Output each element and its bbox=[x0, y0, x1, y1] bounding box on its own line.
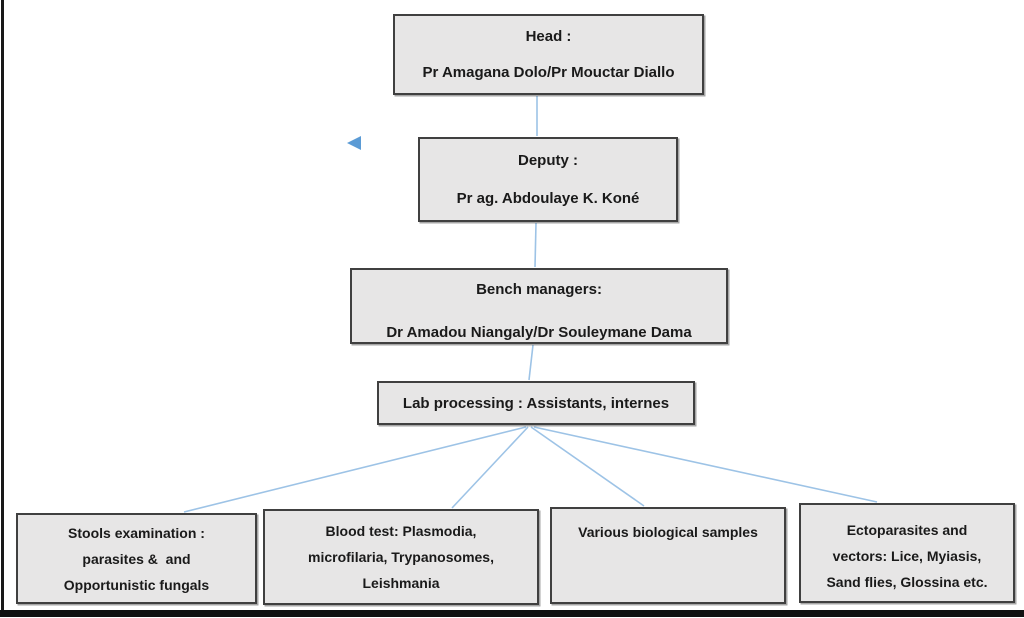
node-stools-line: parasites & and bbox=[82, 550, 191, 567]
node-deputy-names: Pr ag. Abdoulaye K. Koné bbox=[456, 190, 640, 207]
connector-lab-unit-2 bbox=[530, 426, 645, 507]
left-arrow-icon bbox=[347, 136, 361, 150]
page-bottom-border bbox=[0, 610, 1024, 617]
node-head-title: Head : bbox=[525, 28, 572, 45]
connector-lab-unit-0 bbox=[183, 426, 527, 513]
node-ectoparasites-line: vectors: Lice, Myiasis, bbox=[832, 548, 982, 564]
node-head: Head : Pr Amagana Dolo/Pr Mouctar Diallo bbox=[393, 14, 704, 95]
connector-lab-unit-1 bbox=[451, 426, 529, 509]
node-stools-examination: Stools examination : parasites & and Opp… bbox=[16, 513, 257, 604]
node-stools-line: Opportunistic fungals bbox=[63, 576, 210, 593]
node-blood-line: microfilaria, Trypanosomes, bbox=[308, 549, 494, 565]
node-stools-line: Stools examination : bbox=[68, 524, 205, 541]
node-biological-samples: Various biological samples bbox=[550, 507, 786, 604]
node-bench-managers-title: Bench managers: bbox=[476, 281, 602, 298]
node-blood-line: Blood test: Plasmodia, bbox=[325, 523, 477, 539]
node-blood-line: Leishmania bbox=[362, 575, 440, 591]
page-left-border bbox=[1, 0, 4, 612]
node-ectoparasites-line: Ectoparasites and bbox=[846, 522, 968, 538]
node-lab-processing-label: Lab processing : Assistants, internes bbox=[402, 394, 670, 412]
node-ectoparasites-line: Sand flies, Glossina etc. bbox=[826, 574, 988, 590]
connector-bench-lab bbox=[528, 344, 534, 381]
node-deputy: Deputy : Pr ag. Abdoulaye K. Koné bbox=[418, 137, 678, 222]
node-deputy-title: Deputy : bbox=[518, 152, 578, 169]
node-lab-processing: Lab processing : Assistants, internes bbox=[377, 381, 695, 425]
node-ectoparasites: Ectoparasites and vectors: Lice, Myiasis… bbox=[799, 503, 1015, 603]
node-bench-managers-names: Dr Amadou Niangaly/Dr Souleymane Dama bbox=[386, 324, 692, 341]
node-biological-line: Various biological samples bbox=[578, 524, 758, 540]
node-blood-test: Blood test: Plasmodia, microfilaria, Try… bbox=[263, 509, 539, 605]
connector-lab-unit-3 bbox=[533, 426, 878, 503]
node-head-names: Pr Amagana Dolo/Pr Mouctar Diallo bbox=[422, 64, 675, 81]
connector-deputy-bench bbox=[534, 222, 537, 268]
node-bench-managers: Bench managers: Dr Amadou Niangaly/Dr So… bbox=[350, 268, 728, 344]
